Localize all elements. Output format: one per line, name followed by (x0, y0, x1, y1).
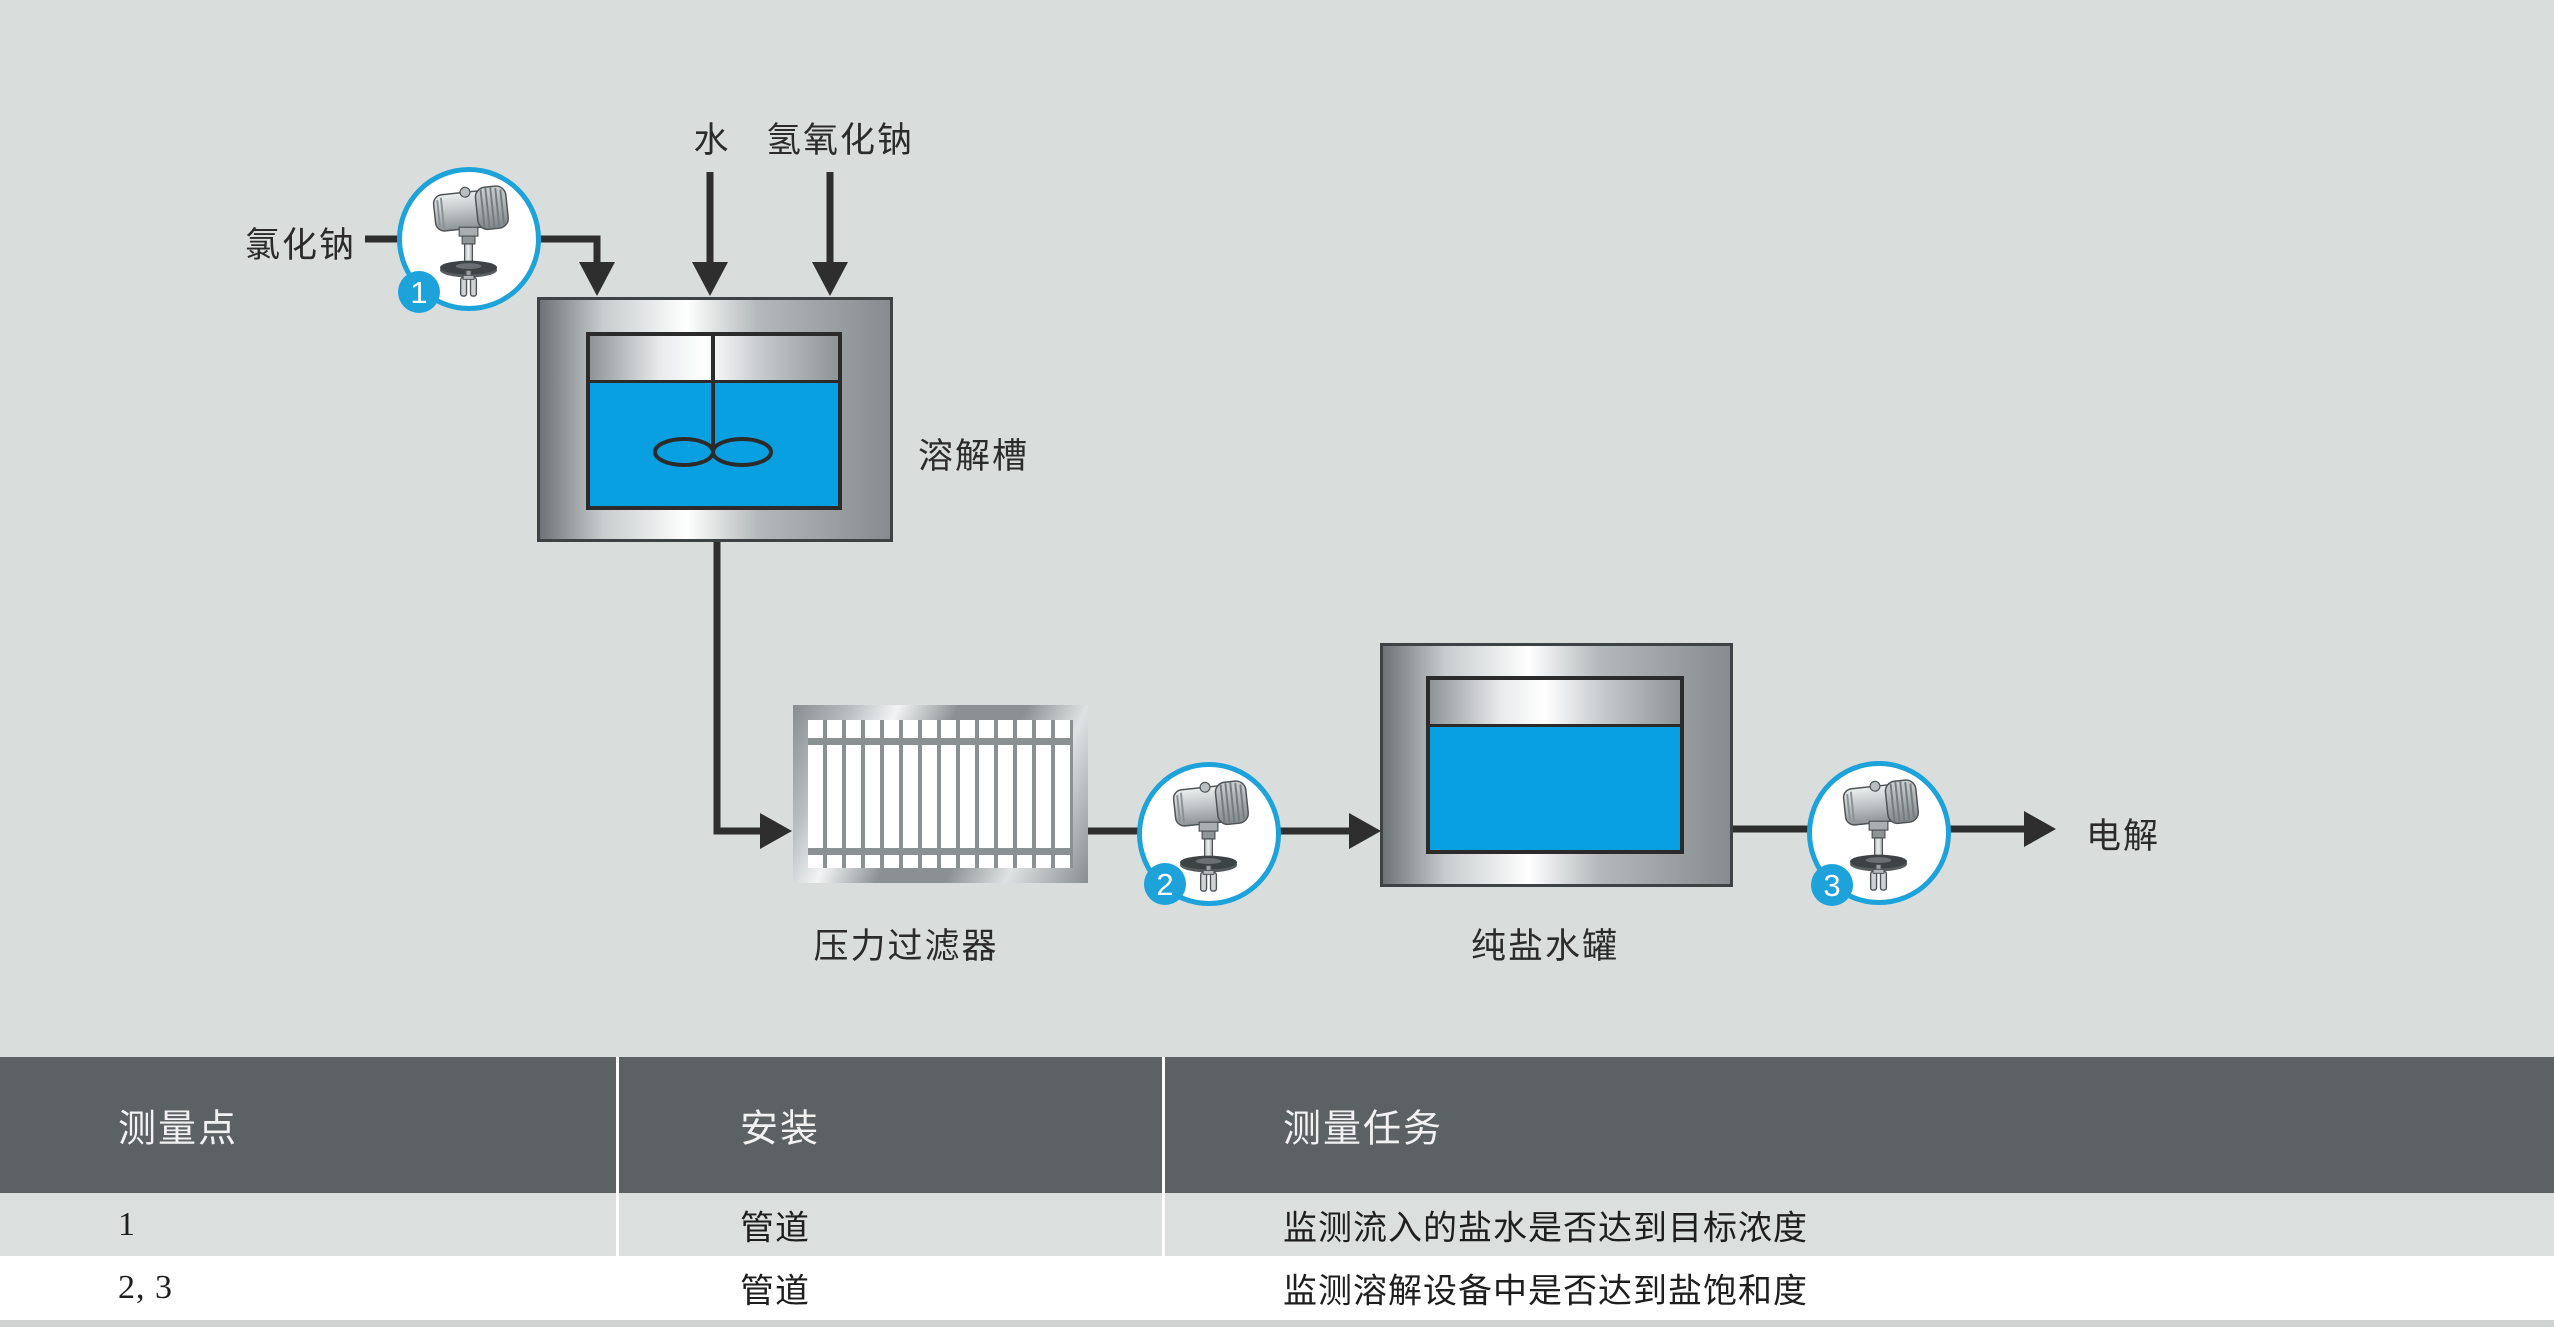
table-column-divider (616, 1057, 619, 1320)
dissolution-tank-vessel (586, 332, 842, 510)
pure-brine-tank (1380, 643, 1733, 887)
filter-top-bar (808, 738, 1073, 745)
measurement-point-badge-2: 2 (1144, 863, 1186, 905)
pressure-filter (793, 705, 1088, 883)
pure-brine-tank-headspace (1430, 680, 1680, 727)
pure-brine-tank-vessel (1426, 676, 1684, 854)
row-task: 监测流入的盐水是否达到目标浓度 (1283, 1210, 1808, 1247)
pressure-filter-label: 压力过滤器 (813, 927, 999, 966)
table-header-point: 测量点 (118, 1108, 239, 1151)
pipe-tank-to-filter (713, 542, 792, 849)
row-task: 监测溶解设备中是否达到盐饱和度 (1283, 1273, 1808, 1311)
pipe-water-inlet (692, 172, 728, 296)
filter-bottom-bar (808, 848, 1073, 855)
water-label: 水 (693, 121, 731, 160)
row-installation: 管道 (740, 1210, 810, 1247)
measurement-point-badge-1: 1 (398, 271, 440, 313)
table-column-divider (1162, 1057, 1165, 1320)
table-header-installation: 安装 (740, 1108, 821, 1151)
row-installation: 管道 (740, 1273, 810, 1311)
table-row: 2, 3 管道 监测溶解设备中是否达到盐饱和度 (0, 1256, 2554, 1320)
row-point: 2, 3 (118, 1269, 173, 1306)
row-point: 1 (118, 1205, 136, 1243)
stirrer-icon (653, 336, 773, 467)
dissolution-tank-label: 溶解槽 (918, 437, 1030, 476)
dissolution-tank (537, 297, 893, 542)
table-row: 1 管道 监测流入的盐水是否达到目标浓度 (0, 1193, 2554, 1256)
table-header-row: 测量点 安装 测量任务 (0, 1057, 2554, 1193)
sodium-hydroxide-label: 氢氧化钠 (765, 121, 915, 160)
table-bottom-strip (0, 1320, 2554, 1327)
measurement-point-badge-3: 3 (1811, 864, 1853, 906)
sodium-chloride-label: 氯化钠 (245, 226, 357, 265)
electrolysis-label: 电解 (2086, 817, 2161, 856)
table-header-task: 测量任务 (1283, 1108, 1444, 1151)
pure-brine-tank-label: 纯盐水罐 (1470, 927, 1620, 966)
pipe-naoh-inlet (812, 172, 848, 296)
